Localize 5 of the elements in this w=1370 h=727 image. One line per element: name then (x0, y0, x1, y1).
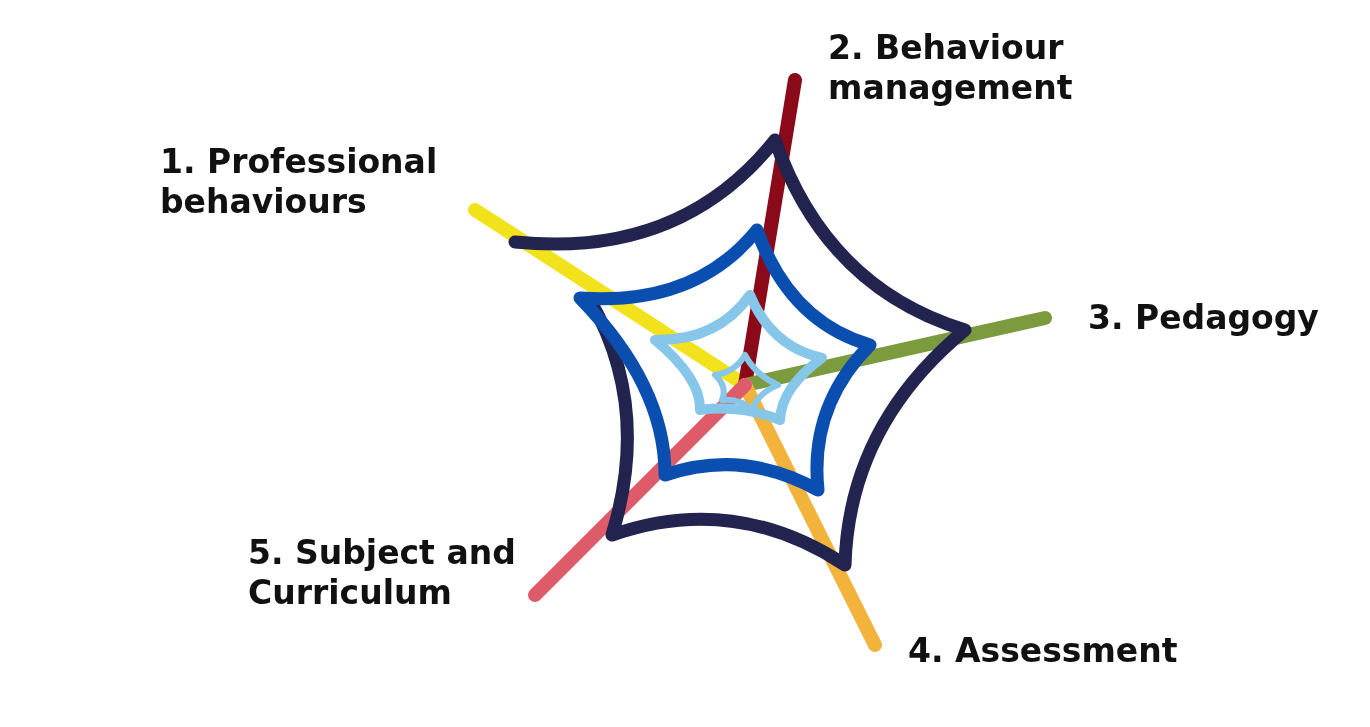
category-label: 3. Pedagogy (1088, 298, 1320, 338)
category-label: 5. Subject and Curriculum (248, 533, 517, 613)
category-label: 2. Behaviour management (828, 28, 1074, 108)
category-label: 4. Assessment (908, 631, 1179, 671)
category-label: 1. Professional behaviours (160, 142, 439, 222)
